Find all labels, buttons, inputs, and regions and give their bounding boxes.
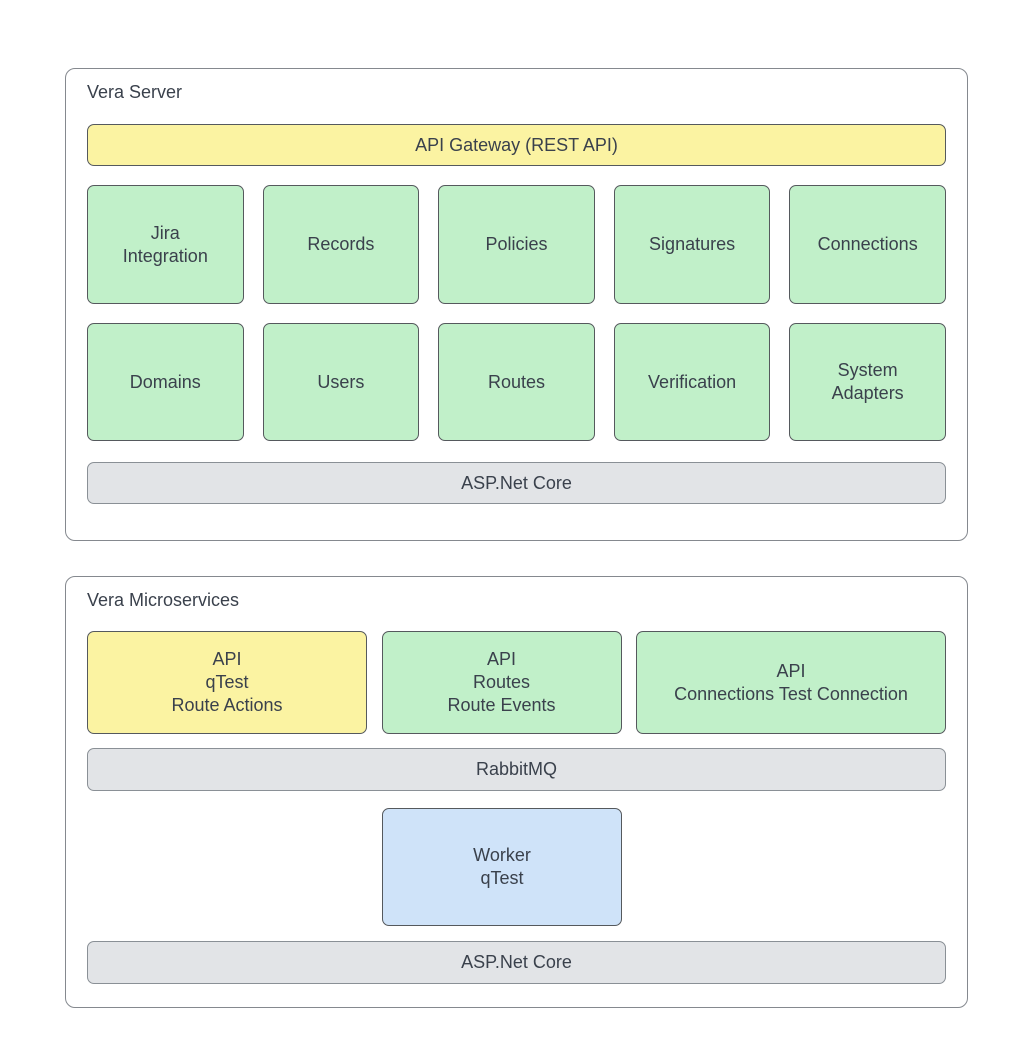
module-users: Users [262,323,420,441]
server-aspnet-core-bar: ASP.Net Core [87,462,946,504]
module-records: Records [262,185,420,304]
service-api-routes-route-events: API Routes Route Events [381,631,622,734]
api-gateway-bar: API Gateway (REST API) [87,124,946,166]
module-domains: Domains [87,323,244,441]
vera-microservices-container: Vera Microservices API qTest Route Actio… [65,576,968,1008]
rabbitmq-bar: RabbitMQ [87,748,946,791]
module-connections: Connections [789,185,946,304]
microservices-aspnet-core-bar: ASP.Net Core [87,941,946,984]
vera-server-container: Vera Server API Gateway (REST API) Jira … [65,68,968,541]
service-api-qtest-route-actions: API qTest Route Actions [87,631,367,734]
service-api-connections-test-connection: API Connections Test Connection [636,631,946,734]
worker-qtest-box: Worker qTest [382,808,622,926]
server-modules-row-2: Domains Users Routes Verification System… [87,323,946,441]
module-policies: Policies [438,185,595,304]
module-signatures: Signatures [613,185,771,304]
microservices-row: API qTest Route Actions API Routes Route… [87,631,946,734]
module-routes: Routes [438,323,595,441]
server-modules-row-1: Jira Integration Records Policies Signat… [87,185,946,304]
module-system-adapters: System Adapters [789,323,946,441]
vera-microservices-title: Vera Microservices [87,590,240,610]
module-verification: Verification [613,323,771,441]
vera-server-title: Vera Server [87,82,183,102]
module-jira-integration: Jira Integration [87,185,244,304]
